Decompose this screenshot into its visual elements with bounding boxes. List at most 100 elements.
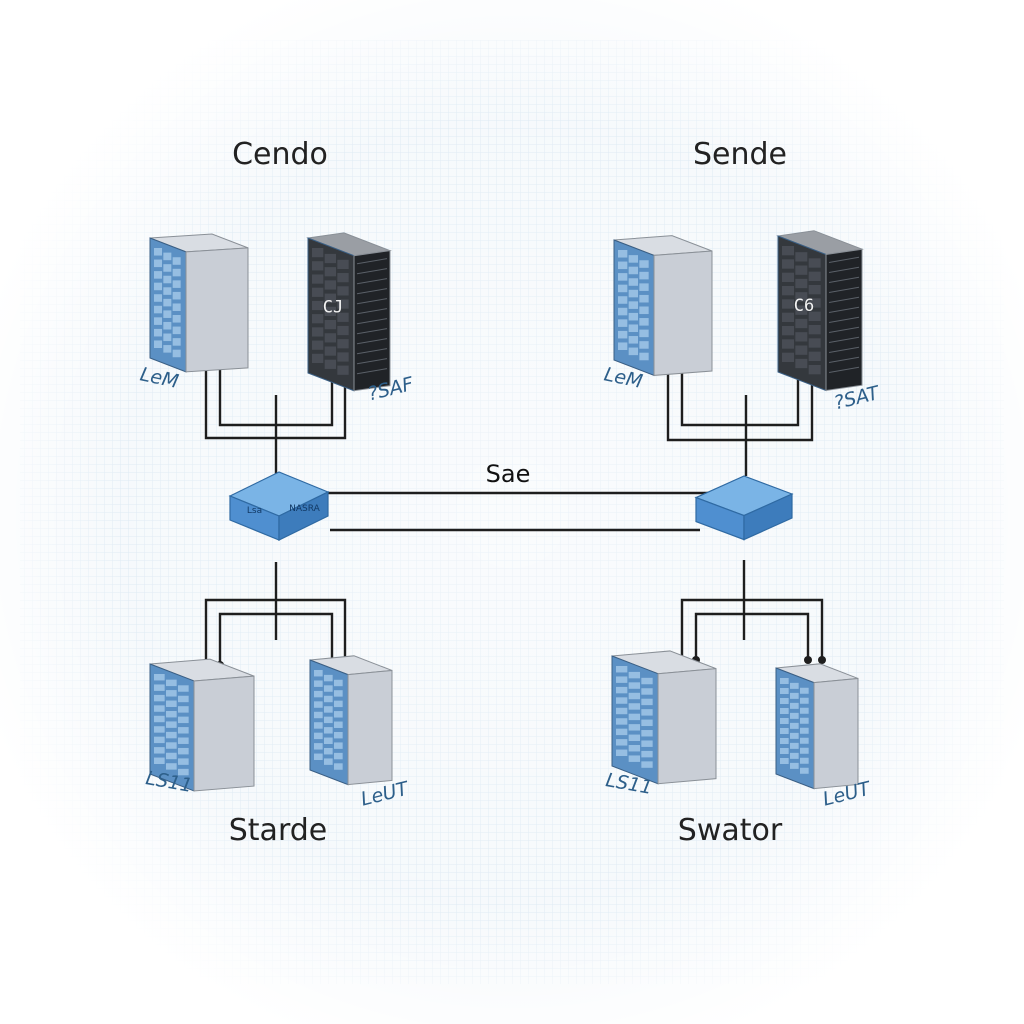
rack-slot <box>639 260 649 268</box>
rack-slot <box>790 752 799 759</box>
rack-slot <box>628 734 640 742</box>
rack-slot <box>616 728 628 736</box>
rack-slot <box>628 266 638 275</box>
rack-slot <box>641 761 653 768</box>
wire-bl-outer <box>204 598 347 665</box>
rack-slot <box>334 711 343 718</box>
rack-slot <box>172 349 181 358</box>
rack-line <box>356 288 388 295</box>
rack-slot <box>166 700 177 707</box>
rack-line <box>828 276 860 283</box>
rack-slot <box>800 717 809 724</box>
server-br-blue-2 <box>775 663 859 790</box>
rack-slot <box>324 706 333 713</box>
rack-slot <box>314 732 323 740</box>
rack-slot <box>324 346 336 356</box>
rack-slot <box>616 686 628 694</box>
rack-line <box>356 298 388 305</box>
server-bl-blue-1 <box>149 658 255 792</box>
rack-slot <box>324 727 333 734</box>
rack-slot <box>800 727 809 734</box>
rack-slot <box>616 739 628 746</box>
rack-slot <box>641 740 653 747</box>
rack-slot <box>324 747 333 755</box>
server-face-label-tr-dark: C6 <box>794 296 814 316</box>
rack-slot <box>628 713 640 721</box>
rack-slot <box>337 312 349 322</box>
rack-slot <box>628 312 638 321</box>
rack-slot <box>618 273 628 281</box>
server-tl-dark: CJ <box>306 232 392 392</box>
rack-slot <box>639 352 649 361</box>
rack-slot <box>166 763 177 770</box>
rack-line <box>828 366 860 373</box>
rack-slot <box>172 326 181 335</box>
rack-slot <box>154 747 165 754</box>
rack-slot <box>172 338 181 346</box>
rack-slot <box>628 671 640 679</box>
rack-slot <box>324 737 333 744</box>
rack-slot <box>628 755 640 762</box>
rack-slot <box>334 679 343 687</box>
rack-line <box>828 266 860 273</box>
rack-slot <box>618 250 628 258</box>
rack-slot <box>780 728 789 734</box>
rack-slot <box>795 345 808 355</box>
rack-slot <box>154 715 165 723</box>
rack-slot <box>808 338 821 348</box>
rack-slot <box>166 731 177 739</box>
rack-slot <box>166 710 177 718</box>
rack-slot <box>616 707 628 715</box>
rack-slot <box>780 688 789 694</box>
rack-slot <box>324 695 333 703</box>
rack-line <box>356 258 388 265</box>
rack-slot <box>172 257 181 265</box>
switch-front-right <box>278 491 329 541</box>
rack-slot <box>808 311 821 321</box>
rack-slot <box>163 287 172 295</box>
rack-slot <box>641 730 653 737</box>
rack-slot <box>780 758 789 764</box>
rack-slot <box>782 312 794 322</box>
rack-line <box>828 356 860 363</box>
rack-slot <box>334 700 343 708</box>
rack-slot <box>178 737 189 744</box>
rack-slot <box>314 670 323 677</box>
rack-slot <box>782 299 794 309</box>
rack-slot <box>172 291 181 300</box>
rack-slot <box>641 719 653 727</box>
wires <box>204 330 824 665</box>
server-side-face <box>657 668 717 785</box>
rack-line <box>356 268 388 275</box>
rack-slot <box>628 692 640 700</box>
rack-slot <box>641 677 653 685</box>
rack-slot <box>795 318 808 329</box>
rack-slot <box>808 324 821 335</box>
rack-slot <box>795 358 808 369</box>
rack-line <box>356 328 388 335</box>
rack-slot <box>324 685 333 692</box>
group-title-sende: Sende <box>693 137 787 172</box>
rack-slot <box>334 752 343 760</box>
rack-slot <box>780 748 789 754</box>
rack-slot <box>163 264 172 272</box>
rack-slot <box>628 255 638 263</box>
rack-slot <box>312 261 324 271</box>
link-label: Sae <box>486 460 531 488</box>
rack-slot <box>780 718 789 724</box>
rack-slot <box>178 685 189 692</box>
rack-slot <box>154 340 162 348</box>
rack-slot <box>172 268 181 277</box>
rack-line <box>356 308 388 315</box>
rack-line <box>828 286 860 293</box>
wire-br-outer <box>680 598 824 660</box>
rack-slot <box>314 701 323 708</box>
rack-slot <box>172 315 181 323</box>
rack-slot <box>628 745 640 752</box>
rack-slot <box>324 359 336 369</box>
rack-slot <box>314 722 323 729</box>
rack-slot <box>782 326 794 336</box>
rack-slot <box>639 306 649 315</box>
